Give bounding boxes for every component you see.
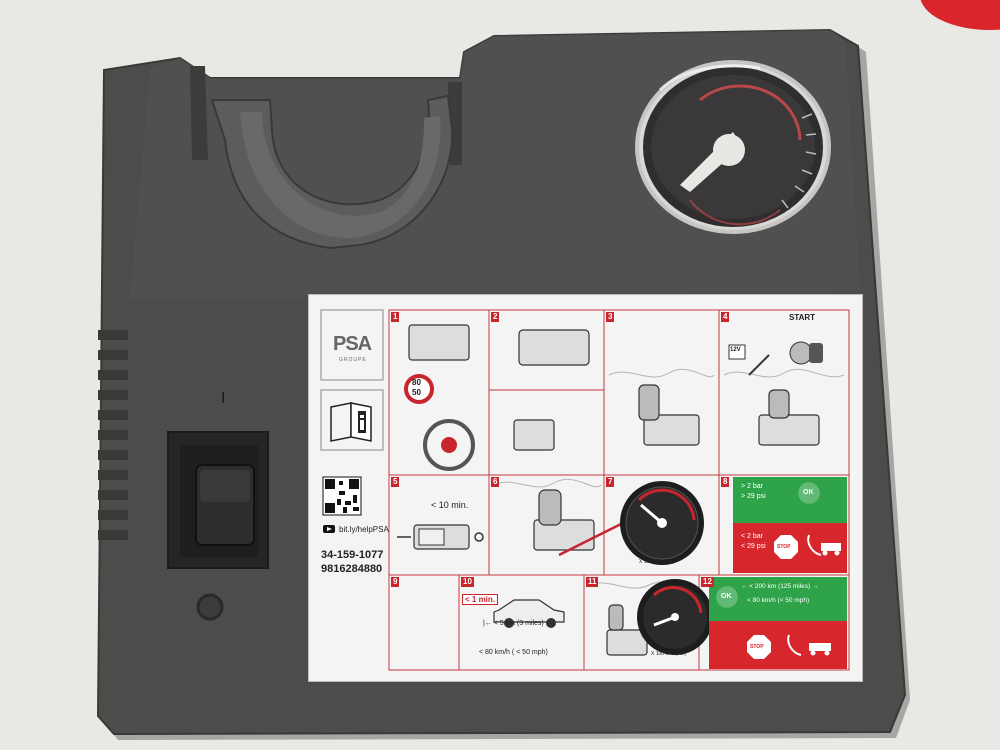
- speed-sign-bottom: 50: [412, 388, 421, 397]
- part-number-1: 34-159-1077: [321, 549, 384, 561]
- pressure-gauge: [635, 60, 831, 234]
- speed-limit-sign: [404, 374, 434, 404]
- result-ok-panel-1: [733, 477, 847, 523]
- step-number: 6: [491, 477, 500, 487]
- pressure-low-psi: < 29 psi: [741, 543, 766, 550]
- switch-on-mark: I: [221, 390, 226, 407]
- gauge-caption: X 100 kPa (bar): [651, 651, 687, 657]
- range-speed: < 80 km/h (< 50 mph): [747, 597, 810, 604]
- step-number: 7: [606, 477, 615, 487]
- volt-text: 12V: [730, 347, 741, 353]
- gauge-icon-step7: [620, 481, 704, 565]
- manual-book-icon: [330, 402, 372, 442]
- step-number: 12: [701, 577, 714, 587]
- gauge-icon-step11: [637, 579, 713, 655]
- brand-logo: PSA: [333, 333, 372, 355]
- car-icon: [493, 599, 565, 628]
- power-plug-icon: [728, 344, 770, 376]
- stop-icon: [774, 535, 798, 559]
- help-url: bit.ly/helpPSA: [339, 525, 389, 534]
- ok-icon: [716, 586, 738, 608]
- step-number: 10: [461, 577, 474, 587]
- tow-truck-icon: [809, 543, 841, 656]
- pressure-low-bar: < 2 bar: [741, 533, 763, 540]
- start-text: START: [789, 313, 816, 322]
- step-number: 8: [721, 477, 730, 487]
- stop-icon: [747, 635, 771, 659]
- power-switch[interactable]: [196, 465, 254, 545]
- result-ok-panel-2: [709, 577, 847, 621]
- instruction-label: PSA GROUPE bit.ly/helpPSA 34-159-1077 98…: [308, 294, 863, 682]
- brand-sub: GROUPE: [339, 357, 367, 363]
- ok-label: OK: [721, 593, 732, 600]
- speed-text: < 80 km/h ( < 50 mph): [479, 649, 548, 656]
- pressure-high-bar: > 2 bar: [741, 483, 763, 490]
- gauge-caption: X 100 kPa (bar): [639, 559, 675, 565]
- step-number: 9: [391, 577, 400, 587]
- qr-code: [322, 476, 362, 516]
- range-distance: ← < 200 km (125 miles) →: [741, 583, 819, 590]
- hose-holder: [190, 66, 462, 250]
- stop-label: STOP: [777, 544, 791, 550]
- step-number: 5: [391, 477, 400, 487]
- side-vents: [98, 330, 128, 540]
- switch-step-icon: [397, 524, 484, 550]
- label-grid: [320, 309, 850, 671]
- ok-label: OK: [803, 489, 814, 496]
- step-number: 1: [391, 312, 400, 322]
- step-number: 11: [586, 577, 599, 587]
- part-number-2: 9816284880: [321, 563, 383, 575]
- phone-icon: [787, 534, 822, 656]
- pressure-high-psi: > 29 psi: [741, 493, 766, 500]
- time-one-min: < 1 min.: [462, 594, 499, 605]
- start-button-icon: [789, 341, 823, 365]
- stop-label: STOP: [750, 644, 764, 650]
- step-number: 3: [606, 312, 615, 322]
- step-number: 4: [721, 312, 730, 322]
- play-icon: [323, 525, 335, 533]
- time-ten-min: < 10 min.: [431, 500, 469, 510]
- speed-sign-top: 80: [412, 378, 421, 387]
- step-number: 2: [491, 312, 500, 322]
- ok-icon: [798, 482, 820, 504]
- steering-wheel-icon: [423, 419, 475, 471]
- distance-text: |← < 5 km (3 miles) →|: [483, 620, 555, 627]
